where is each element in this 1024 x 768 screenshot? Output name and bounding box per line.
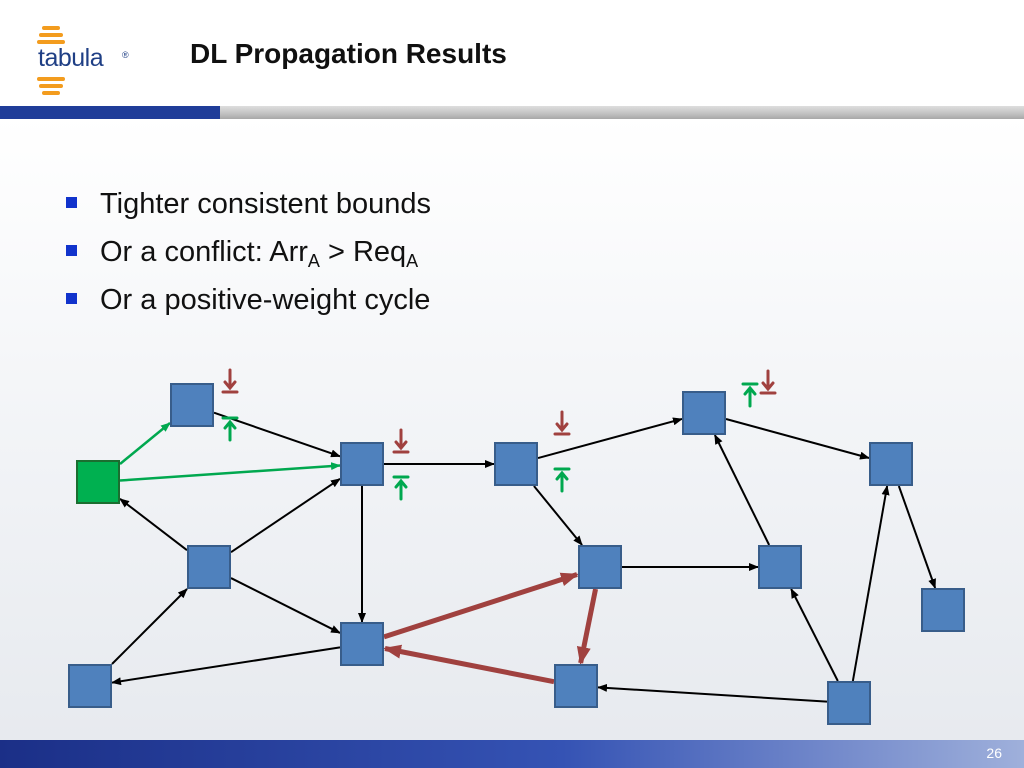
down-arrow-icon [553,410,571,436]
propagation-edge-arrow [119,462,341,482]
graph-node [170,383,214,427]
bullet-item: Tighter consistent bounds [62,188,431,236]
edge-arrow [790,588,839,682]
down-arrow-icon [392,428,410,454]
logo-registered-mark: ® [122,50,129,60]
up-arrow-icon [553,467,571,493]
title-underline [220,106,1024,119]
graph-node [340,622,384,666]
cycle-edge-arrow [383,572,579,640]
page-number: 26 [986,745,1002,761]
bullet-list: Tighter consistent bounds Or a conflict:… [62,188,431,332]
bullet-subscript: A [406,251,419,271]
tabula-logo-icon [37,26,65,95]
bullet-text: Or a positive-weight cycle [100,284,431,316]
edge-arrow [119,498,188,551]
bullet-square-icon [66,293,77,304]
bullet-text: Tighter consistent bounds [100,188,432,220]
graph-node [578,545,622,589]
graph-node [554,664,598,708]
slide-header: tabula ® DL Propagation Results [0,0,1024,106]
cycle-edge-arrow [576,588,599,665]
cycle-edge-arrow [383,644,555,685]
edge-arrow [897,485,937,589]
bullet-item: Or a conflict: ArrA > ReqA [62,236,431,284]
bullet-item: Or a positive-weight cycle [62,284,431,332]
bullet-square-icon [66,245,77,256]
edge-arrow [537,417,683,459]
down-arrow-icon [221,368,239,394]
up-arrow-icon [221,416,239,442]
edge-arrow [713,434,771,546]
graph-node [682,391,726,435]
graph-node [758,545,802,589]
bullet-text-continued: > Req [319,236,407,268]
logo-text: tabula [38,44,104,72]
edge-arrow [597,683,828,703]
graph-node [340,442,384,486]
graph-node [494,442,538,486]
source-node [76,460,120,504]
graph-node [187,545,231,589]
bullet-text: Or a conflict: Arr [100,236,308,268]
bullet-subscript: A [307,251,320,271]
up-arrow-icon [741,382,759,408]
propagation-edge-arrow [119,422,171,465]
bullet-square-icon [66,197,77,208]
graph-node [921,588,965,632]
edge-arrow [725,418,870,460]
title-underline-accent [0,106,220,119]
up-arrow-icon [392,475,410,501]
slide-title: DL Propagation Results [190,38,507,69]
slide-footer-bar [0,740,1024,768]
edge-arrow [533,485,583,546]
down-arrow-icon [759,369,777,395]
graph-node [68,664,112,708]
edge-arrow [230,577,341,634]
edge-arrow [851,485,890,682]
graph-node [869,442,913,486]
edge-arrow [213,411,341,458]
edge-arrow [111,588,188,665]
graph-node [827,681,871,725]
edge-arrow [111,646,341,686]
edge-arrow [230,477,341,554]
